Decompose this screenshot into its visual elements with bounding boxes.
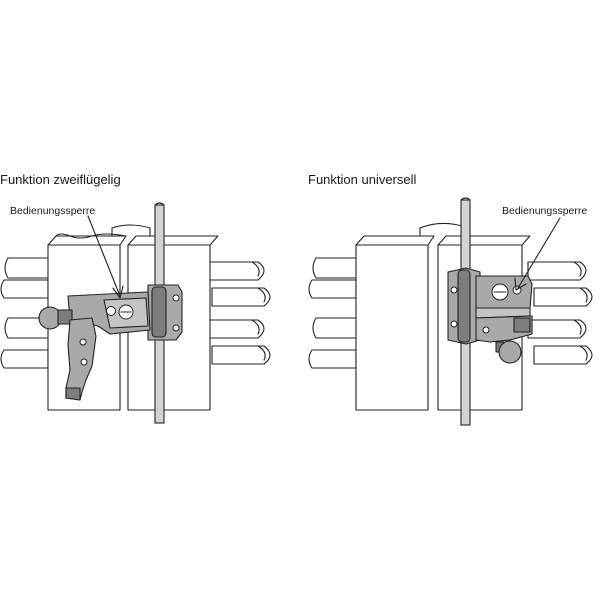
right-rails-right <box>527 261 593 365</box>
right-latch-housing <box>475 275 533 319</box>
right-knob <box>495 340 522 364</box>
callout-label-right: Bedienungssperre <box>502 205 588 217</box>
left-knob <box>38 306 73 330</box>
left-hinge-bracket <box>147 284 183 341</box>
right-gate-assembly <box>308 197 593 426</box>
left-gate-assembly <box>0 202 271 424</box>
callout-arrowhead-left <box>112 285 124 299</box>
left-rails-right <box>204 261 271 365</box>
right-hinge-bracket <box>447 267 481 345</box>
right-post-a <box>355 235 435 411</box>
right-rails-left <box>308 257 361 369</box>
figure-title-left: Funktion zweiflügelig <box>0 172 121 187</box>
callout-line-right <box>517 217 561 289</box>
callout-line-left <box>87 215 121 297</box>
right-latch-body <box>475 315 533 343</box>
figure-title-right: Funktion universell <box>308 172 417 187</box>
left-lever <box>65 317 97 401</box>
callout-arrowhead-right <box>514 277 527 291</box>
callout-label-left: Bedienungssperre <box>10 205 96 217</box>
